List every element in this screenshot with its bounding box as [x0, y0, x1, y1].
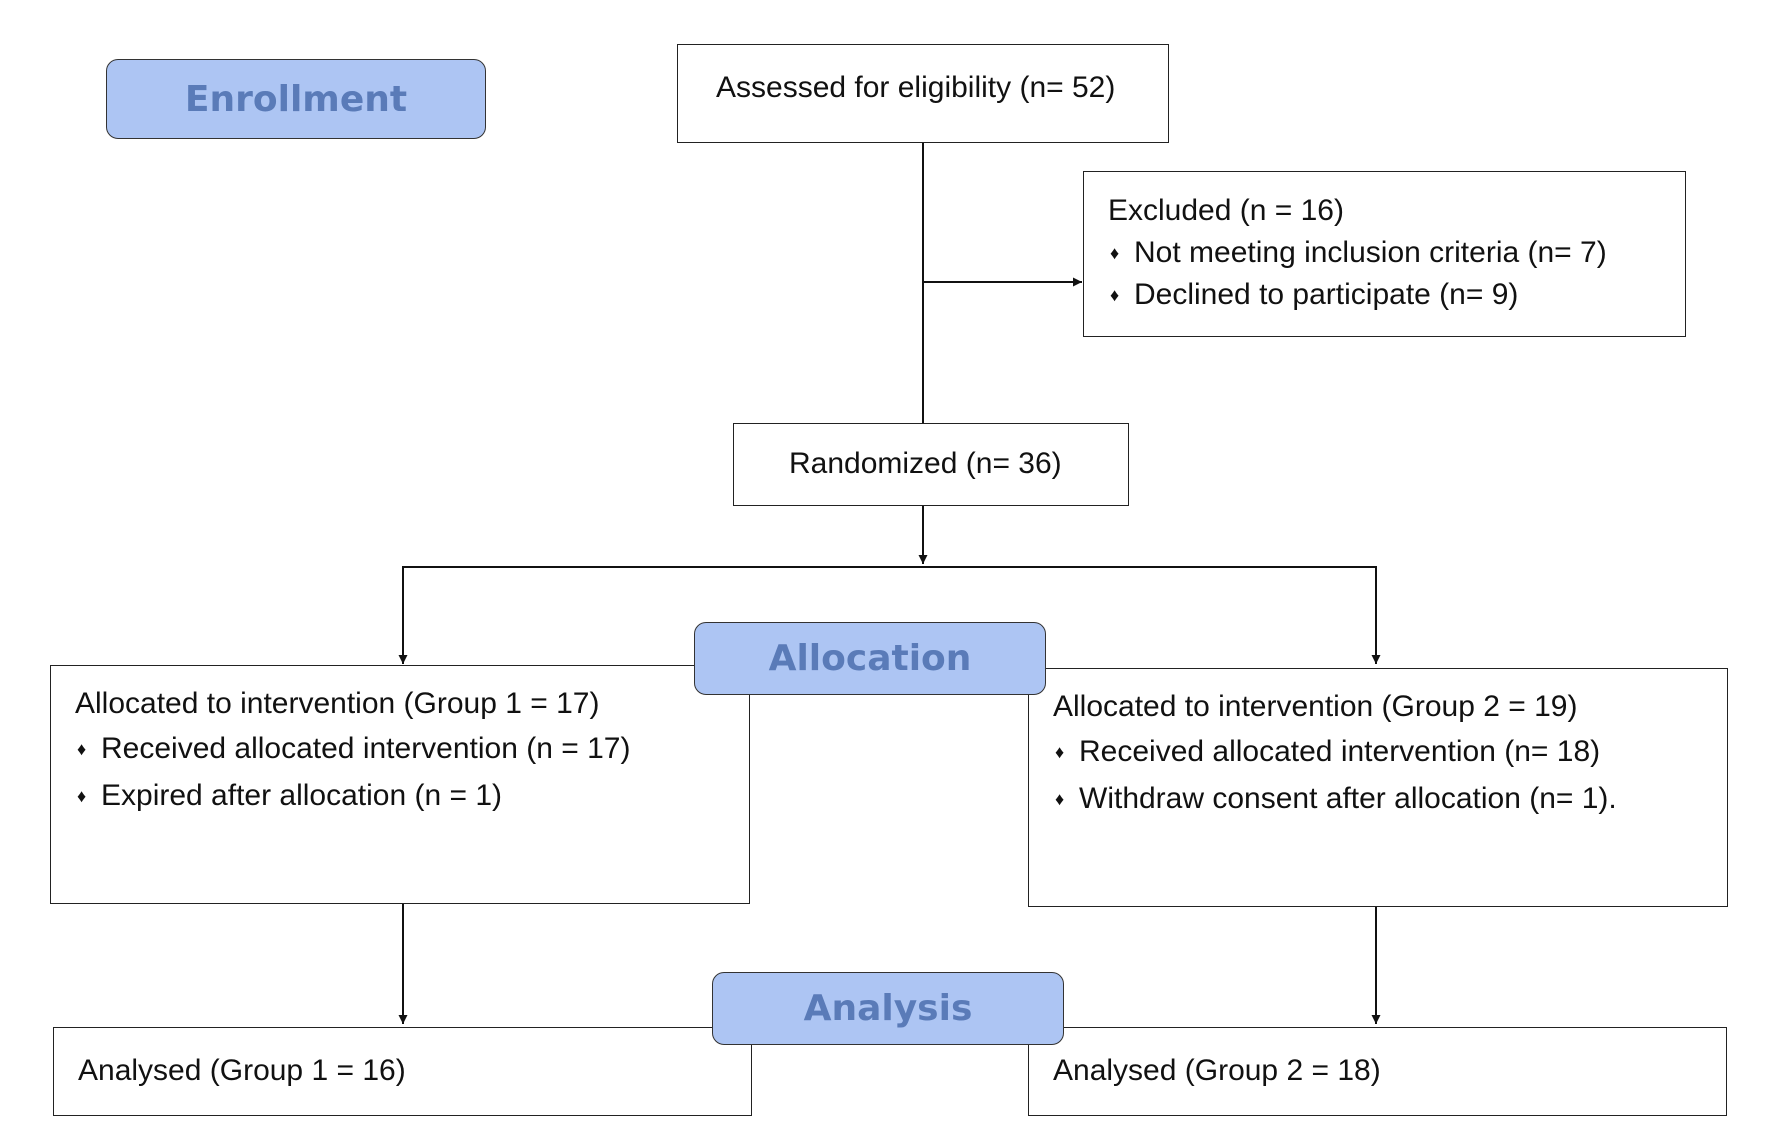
connector-split [402, 566, 1377, 664]
group2-analysed-text: Analysed (Group 2 = 18) [1053, 1054, 1381, 1087]
group2-title: Allocated to intervention (Group 2 = 19) [1053, 690, 1578, 723]
excluded-item: Declined to participate (n= 9) [1108, 274, 1685, 316]
excluded-title: Excluded (n = 16) [1108, 194, 1344, 227]
analysis-label: Analysis [803, 988, 973, 1029]
group1-title: Allocated to intervention (Group 1 = 17) [75, 687, 600, 720]
randomized-box: Randomized (n= 36) [733, 423, 1129, 506]
group1-item: Expired after allocation (n = 1) [75, 775, 749, 817]
excluded-box: Excluded (n = 16) Not meeting inclusion … [1083, 171, 1686, 337]
group1-analysed-box: Analysed (Group 1 = 16) [53, 1027, 752, 1116]
group1-item: Received allocated intervention (n = 17) [75, 728, 749, 770]
group2-item: Received allocated intervention (n= 18) [1053, 731, 1727, 773]
group2-allocation-box: Allocated to intervention (Group 2 = 19)… [1028, 668, 1728, 907]
enrollment-stage-label: Enrollment [106, 59, 486, 139]
group2-item: Withdraw consent after allocation (n= 1)… [1053, 778, 1727, 820]
allocation-label: Allocation [768, 638, 972, 679]
enrollment-label: Enrollment [184, 78, 408, 120]
group1-analysed-text: Analysed (Group 1 = 16) [78, 1054, 406, 1087]
allocation-stage-label: Allocation [694, 622, 1046, 695]
analysis-stage-label: Analysis [712, 972, 1064, 1045]
randomized-text: Randomized (n= 36) [789, 447, 1062, 480]
assessed-box: Assessed for eligibility (n= 52) [677, 44, 1169, 143]
group1-allocation-box: Allocated to intervention (Group 1 = 17)… [50, 665, 750, 904]
excluded-item: Not meeting inclusion criteria (n= 7) [1108, 232, 1685, 274]
assessed-text: Assessed for eligibility (n= 52) [716, 71, 1116, 104]
group2-analysed-box: Analysed (Group 2 = 18) [1028, 1027, 1727, 1116]
